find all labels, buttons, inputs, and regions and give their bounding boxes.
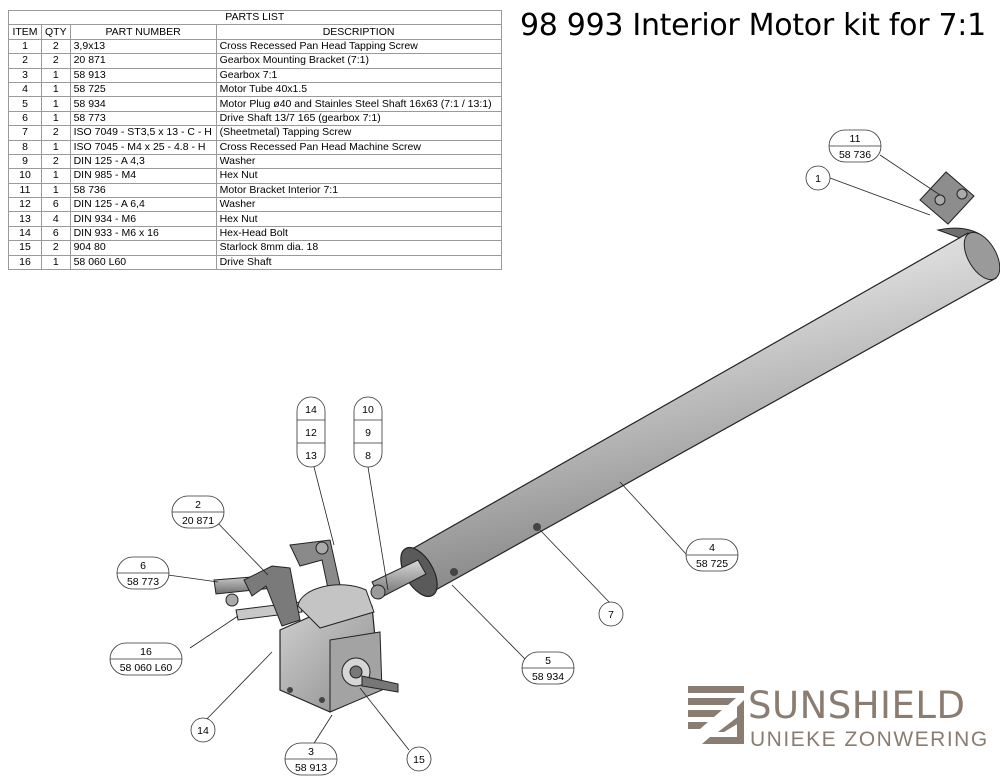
row-part-number: 58 060 L60 bbox=[69, 254, 217, 271]
callout-12-number: 12 bbox=[305, 427, 317, 439]
callout-7-number: 7 bbox=[608, 609, 614, 621]
callout-4-number: 4 bbox=[709, 542, 715, 554]
callout-14-lower: 14 bbox=[190, 717, 216, 743]
callout-16-part: 58 060 L60 bbox=[120, 662, 173, 674]
row-part-number: DIN 985 - M4 bbox=[69, 168, 217, 184]
callout-2-part: 20 871 bbox=[182, 515, 214, 527]
callout-15-number: 15 bbox=[413, 754, 425, 766]
row-description: Cross Recessed Pan Head Machine Screw bbox=[215, 139, 502, 155]
callout-11-part: 58 736 bbox=[839, 149, 871, 161]
row-description: Washer bbox=[215, 153, 502, 170]
col-description-header: DESCRIPTION bbox=[215, 24, 502, 40]
callout-10-number: 10 bbox=[362, 404, 374, 416]
callout-5-part: 58 934 bbox=[532, 671, 564, 683]
callout-5-number: 5 bbox=[545, 655, 551, 667]
row-description: Cross Recessed Pan Head Tapping Screw bbox=[215, 38, 502, 55]
callout-9-number: 9 bbox=[365, 427, 371, 439]
callout-11-number: 11 bbox=[850, 133, 861, 145]
row-description: Drive Shaft 13/7 165 (gearbox 7:1) bbox=[215, 110, 502, 127]
row-part-number: DIN 934 - M6 bbox=[69, 211, 217, 227]
callout-16: 16 58 060 L60 bbox=[109, 642, 183, 676]
row-part-number: 58 725 bbox=[69, 81, 217, 98]
row-description: Gearbox Mounting Bracket (7:1) bbox=[215, 53, 502, 69]
callout-stack-14-12-13: 14 12 13 bbox=[296, 396, 326, 468]
callout-1: 1 bbox=[805, 165, 831, 191]
parts-list-table: PARTS LIST ITEM QTY PART NUMBER DESCRIPT… bbox=[8, 9, 502, 271]
callout-8-number: 8 bbox=[365, 450, 371, 462]
logo-tagline: UNIEKE ZONWERING bbox=[750, 728, 989, 751]
row-description: Drive Shaft bbox=[215, 254, 502, 271]
gearbox bbox=[279, 584, 399, 713]
row-description: Hex Nut bbox=[215, 168, 502, 184]
row-description: Washer bbox=[215, 197, 502, 213]
callout-13-number: 13 bbox=[305, 450, 317, 462]
sunshield-logo: SUNSHIELD UNIEKE ZONWERING bbox=[688, 684, 989, 756]
row-description: Motor Plug ø40 and Stainles Steel Shaft … bbox=[215, 96, 502, 112]
callout-11: 11 58 736 bbox=[828, 129, 882, 163]
callout-6: 6 58 773 bbox=[116, 556, 170, 590]
callout-6-number: 6 bbox=[140, 560, 146, 572]
row-part-number: DIN 933 - M6 x 16 bbox=[69, 225, 217, 242]
callout-stack-10-9-8: 10 9 8 bbox=[353, 396, 383, 468]
callout-14-lower-number: 14 bbox=[197, 725, 209, 737]
motor-tube bbox=[400, 231, 1000, 598]
motor-plug-shaft bbox=[370, 559, 427, 600]
callout-6-part: 58 773 bbox=[127, 576, 159, 588]
callout-5: 5 58 934 bbox=[521, 651, 575, 685]
leader-lines bbox=[167, 154, 941, 751]
gearbox-mounting-bracket bbox=[213, 539, 343, 627]
row-part-number: ISO 7045 - M4 x 25 - 4.8 - H bbox=[69, 139, 217, 155]
callout-3: 3 58 913 bbox=[284, 742, 338, 776]
callout-1-number: 1 bbox=[815, 173, 821, 185]
row-item: 16 bbox=[8, 254, 42, 271]
callout-3-part: 58 913 bbox=[295, 762, 327, 774]
logo-name: SUNSHIELD bbox=[748, 684, 966, 727]
callout-2-number: 2 bbox=[195, 499, 201, 511]
callout-15: 15 bbox=[406, 746, 432, 772]
callout-4-part: 58 725 bbox=[696, 558, 728, 570]
callout-14-upper-number: 14 bbox=[305, 404, 317, 416]
callout-16-number: 16 bbox=[140, 646, 152, 658]
callout-2: 2 20 871 bbox=[171, 495, 225, 529]
callout-4: 4 58 725 bbox=[685, 538, 739, 572]
row-part-number: DIN 125 - A 4,3 bbox=[69, 153, 217, 170]
drawing-title: 98 993 Interior Motor kit for 7:1 bbox=[520, 8, 986, 43]
callout-3-number: 3 bbox=[308, 746, 314, 758]
row-item: 15 bbox=[8, 240, 42, 256]
sunshield-logo-mark-icon bbox=[688, 686, 744, 744]
callout-7: 7 bbox=[598, 601, 624, 627]
row-description: Gearbox 7:1 bbox=[215, 67, 502, 83]
